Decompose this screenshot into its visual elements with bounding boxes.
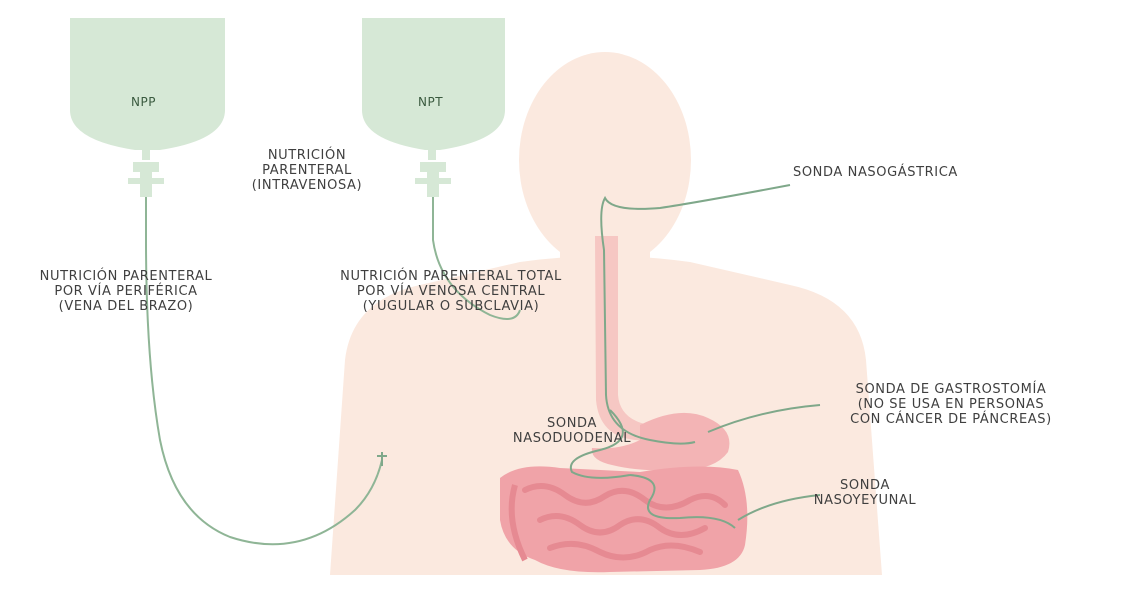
label-line: SONDA bbox=[498, 416, 646, 431]
label-line: POR VÍA VENOSA CENTRAL bbox=[296, 284, 606, 299]
label-line: (YUGULAR O SUBCLAVIA) bbox=[296, 299, 606, 314]
intestines bbox=[500, 466, 747, 572]
peripheral-label: NUTRICIÓN PARENTERAL POR VÍA PERIFÉRICA … bbox=[6, 269, 246, 314]
label-line: (NO SE USA EN PERSONAS bbox=[816, 397, 1086, 412]
nasoduodenal-label: SONDA NASODUODENAL bbox=[498, 416, 646, 446]
label-line: NASODUODENAL bbox=[498, 431, 646, 446]
label-line: POR VÍA PERIFÉRICA bbox=[6, 284, 246, 299]
label-line: NASOYEYUNAL bbox=[800, 493, 930, 508]
label-line: (INTRAVENOSA) bbox=[222, 178, 392, 193]
npp-bag-label: NPP bbox=[131, 95, 156, 109]
nasogastric-label: SONDA NASOGÁSTRICA bbox=[793, 165, 958, 180]
central-label: NUTRICIÓN PARENTERAL TOTAL POR VÍA VENOS… bbox=[296, 269, 606, 314]
label-line: SONDA DE GASTROSTOMÍA bbox=[816, 382, 1086, 397]
nasojejunal-label: SONDA NASOYEYUNAL bbox=[800, 478, 930, 508]
label-line: PARENTERAL bbox=[222, 163, 392, 178]
npt-bag-label: NPT bbox=[418, 95, 443, 109]
label-line: SONDA bbox=[800, 478, 930, 493]
label-line: CON CÁNCER DE PÁNCREAS) bbox=[816, 412, 1086, 427]
label-line: NUTRICIÓN PARENTERAL TOTAL bbox=[296, 269, 606, 284]
label-line: NUTRICIÓN PARENTERAL bbox=[6, 269, 246, 284]
label-line: SONDA NASOGÁSTRICA bbox=[793, 165, 958, 180]
parenteral-iv-label: NUTRICIÓN PARENTERAL (INTRAVENOSA) bbox=[222, 148, 392, 193]
gastrostomy-label: SONDA DE GASTROSTOMÍA (NO SE USA EN PERS… bbox=[816, 382, 1086, 427]
label-line: NUTRICIÓN bbox=[222, 148, 392, 163]
label-line: (VENA DEL BRAZO) bbox=[6, 299, 246, 314]
